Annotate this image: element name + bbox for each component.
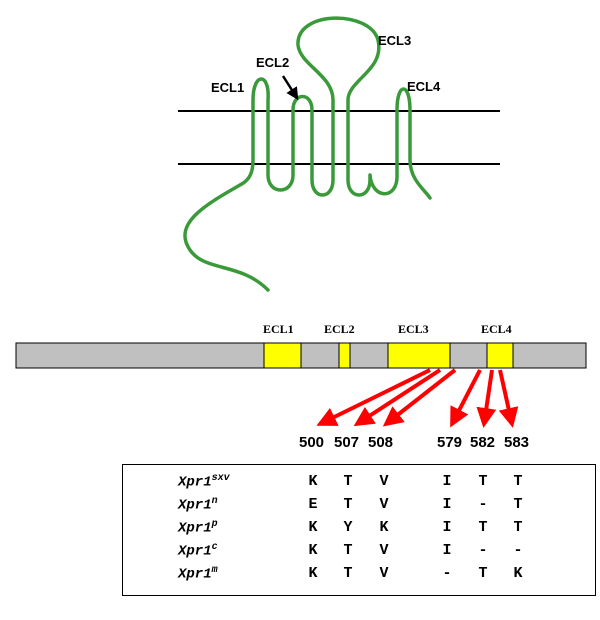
allele-name: Xpr1c [178, 542, 218, 560]
arrow-to-583 [498, 369, 519, 428]
position-label: 508 [368, 434, 393, 451]
table-row: Xpr1n E T V I - T [123, 494, 595, 516]
position-label: 500 [299, 434, 324, 451]
residue-cell: - [478, 542, 488, 559]
residue-cell: - [478, 496, 488, 513]
residue-cell: I [442, 473, 452, 490]
allele-name: Xpr1n [178, 496, 218, 514]
residue-cell: K [513, 565, 523, 582]
arrow-to-579 [450, 369, 482, 428]
residue-cell: Y [343, 519, 353, 536]
position-label: 579 [437, 434, 462, 451]
topology-label-ecl4: ECL4 [407, 79, 441, 94]
bar-segment-ecl2 [338, 342, 351, 369]
residue-cell: T [343, 542, 353, 559]
arrow-to-500 [316, 368, 431, 426]
table-row: Xpr1p K Y K I T T [123, 517, 595, 539]
allele-name: Xpr1sxv [178, 473, 230, 491]
bar-segment-ecl3 [387, 342, 451, 369]
position-label: 507 [334, 434, 359, 451]
protein-topology-line [183, 16, 432, 292]
arrow-to-508 [382, 368, 457, 427]
bar-segment-ecl1 [263, 342, 302, 369]
allele-name: Xpr1m [178, 565, 218, 583]
residue-cell: T [343, 565, 353, 582]
residue-cell: K [379, 519, 389, 536]
table-row: Xpr1c K T V I - - [123, 540, 595, 562]
residue-cell: T [343, 473, 353, 490]
residue-cell: V [379, 542, 389, 559]
residue-table: Xpr1sxv K T V I T T Xpr1n E T V I - T Xp… [122, 464, 596, 596]
position-label: 582 [470, 434, 495, 451]
bar-label-ecl1: ECL1 [263, 322, 294, 336]
residue-cell: T [513, 519, 523, 536]
bar-label-ecl4: ECL4 [481, 322, 512, 336]
residue-cell: T [513, 496, 523, 513]
residue-cell: I [442, 519, 452, 536]
residue-cell: K [308, 565, 318, 582]
topology-label-ecl1: ECL1 [211, 80, 244, 95]
allele-name: Xpr1p [178, 519, 218, 537]
position-label: 583 [504, 434, 529, 451]
residue-cell: K [308, 519, 318, 536]
residue-cell: T [478, 473, 488, 490]
bar-label-ecl3: ECL3 [398, 322, 429, 336]
residue-cell: - [442, 565, 452, 582]
residue-cell: T [478, 519, 488, 536]
residue-cell: K [308, 473, 318, 490]
residue-cell: T [343, 496, 353, 513]
ecl2-pointer-arrow [281, 75, 299, 101]
arrow-to-507 [353, 368, 442, 427]
residue-cell: I [442, 542, 452, 559]
residue-cell: I [442, 496, 452, 513]
residue-cell: K [308, 542, 318, 559]
table-row: Xpr1m K T V - T K [123, 563, 595, 585]
topology-label-ecl2: ECL2 [256, 55, 289, 70]
table-row: Xpr1sxv K T V I T T [123, 471, 595, 493]
residue-cell: V [379, 496, 389, 513]
topology-label-ecl3: ECL3 [378, 33, 411, 48]
residue-cell: T [513, 473, 523, 490]
bar-label-ecl2: ECL2 [324, 322, 355, 336]
bar-segment-ecl4 [486, 342, 514, 369]
residue-cell: V [379, 565, 389, 582]
residue-cell: V [379, 473, 389, 490]
residue-cell: T [478, 565, 488, 582]
arrow-to-582 [476, 369, 497, 428]
residue-cell: E [308, 496, 318, 513]
residue-cell: - [513, 542, 523, 559]
